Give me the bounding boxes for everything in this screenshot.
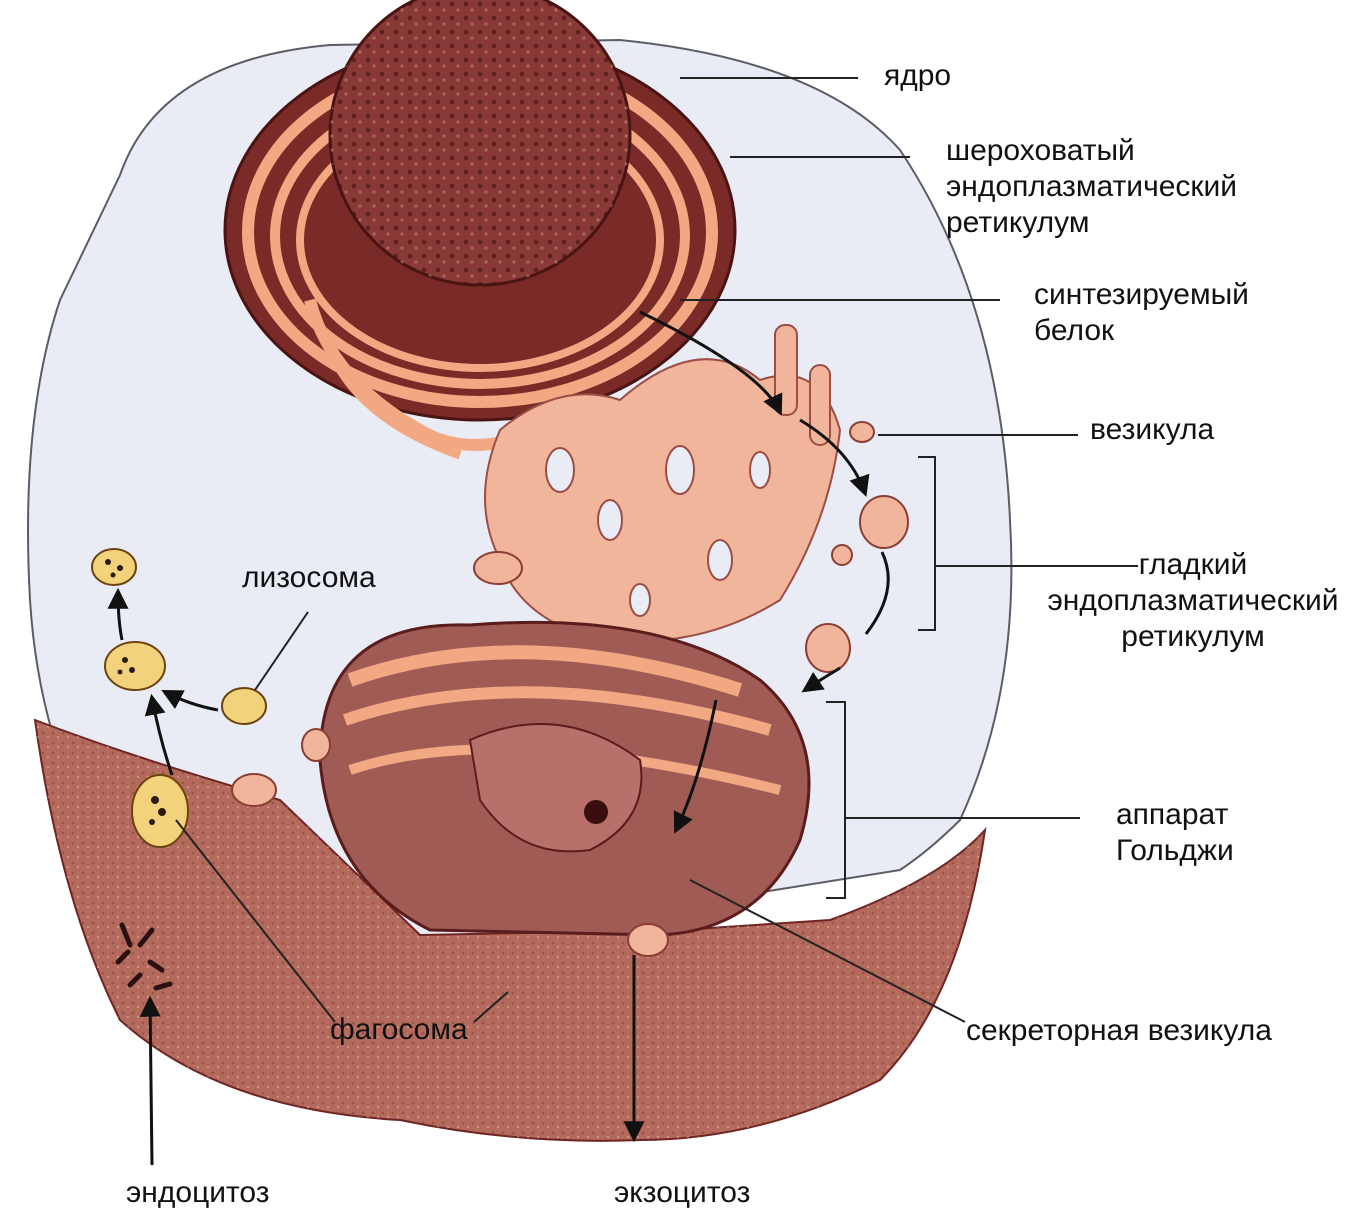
vesicle-traveling-2 bbox=[806, 624, 850, 672]
label-rough-er: шероховатый эндоплазматический ретикулум bbox=[946, 133, 1237, 241]
lysosome-3 bbox=[222, 688, 266, 724]
label-phagosome: фагосома bbox=[330, 1012, 468, 1048]
secretory-vesicle bbox=[628, 924, 668, 956]
label-secretory-vesicle: секреторная везикула bbox=[966, 1013, 1272, 1049]
nucleus bbox=[330, 0, 630, 285]
lysosome-1 bbox=[92, 549, 136, 585]
lysosome-2 bbox=[105, 642, 165, 690]
label-golgi: аппарат Гольджи bbox=[1116, 797, 1234, 869]
label-endocytosis: эндоцитоз bbox=[126, 1175, 270, 1211]
label-lysosome: лизосома bbox=[242, 560, 376, 596]
label-smooth-er: гладкий эндоплазматический ретикулум bbox=[1024, 547, 1362, 655]
label-exocytosis: экзоцитоз bbox=[614, 1175, 750, 1211]
label-vesicle: везикула bbox=[1090, 412, 1214, 448]
vesicle-small bbox=[850, 422, 874, 442]
label-nucleus: ядро bbox=[884, 58, 951, 94]
vesicle-traveling-1 bbox=[860, 496, 908, 548]
label-synthesized-protein: синтезируемый белок bbox=[1034, 277, 1249, 349]
golgi-apparatus bbox=[320, 622, 809, 935]
